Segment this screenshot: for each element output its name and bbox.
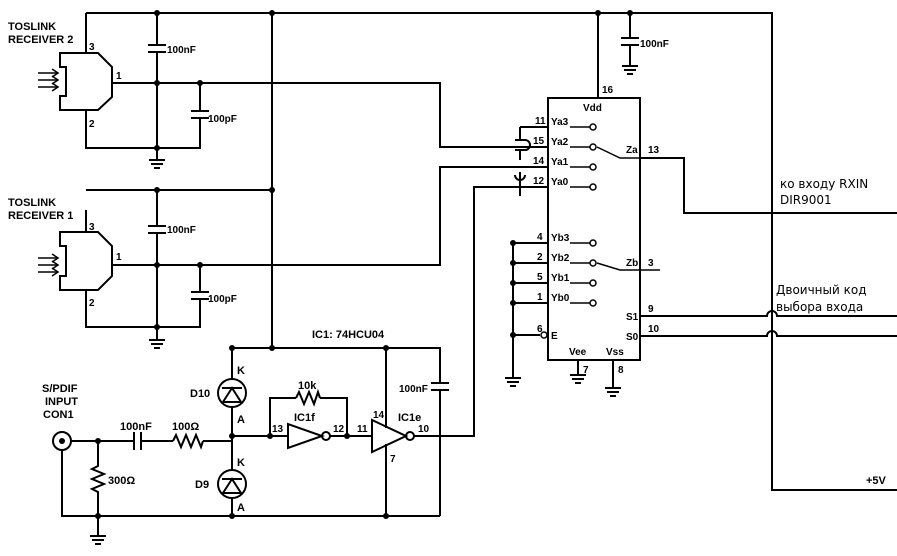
label-ic1-gate_e_out: 10 [418, 424, 430, 435]
label-ic2-s1: S1 [626, 312, 639, 323]
label-ic2-vdd_pin: 16 [602, 85, 614, 96]
label-ic2-e: E [551, 331, 558, 342]
label-diodes-1-a: A [237, 502, 245, 514]
label-ic2-ya_pins-1-name: Ya2 [551, 137, 569, 148]
label-ic2-vss: Vss [606, 347, 624, 358]
label-diodes-0-k: K [237, 365, 245, 377]
ground-icon [505, 377, 521, 387]
label-ic2-ya_pins-1-pin: 15 [533, 136, 545, 147]
label-receivers-1-pin2: 2 [89, 298, 95, 309]
ground-icon [149, 148, 165, 169]
receiver-1: TOSLINK RECEIVER 1 3 1 2 100nF 100pF [8, 166, 510, 349]
receiver-1-label-2: RECEIVER 1 [8, 210, 73, 222]
label-ic1-gate_f: IC1f [294, 412, 315, 424]
label-ic2-ya_pins-0-pin: 11 [535, 116, 546, 127]
label-ic2-zb: Zb [626, 258, 638, 269]
label-ic2-yb_pins-0-name: Yb3 [551, 233, 570, 244]
label-ic2-vdd: Vdd [583, 103, 602, 114]
label-ic2-yb_pins-2-name: Yb1 [551, 273, 570, 284]
label-receivers-1-pin3: 3 [89, 222, 95, 233]
label-spdif-series_res: 100Ω [172, 421, 199, 433]
label-ic2-yb_pins-1-pin: 2 [537, 252, 543, 263]
label-ic2-s1_pin: 9 [648, 304, 654, 315]
receiver-2: TOSLINK RECEIVER 2 3 1 2 100nF 100pF [8, 13, 510, 169]
spdif-route [455, 186, 520, 437]
supply-label: +5V [866, 475, 887, 487]
label-ic2-yb_pins-2-pin: 5 [537, 272, 543, 283]
label-ic2-ya_pins-2-name: Ya1 [551, 157, 569, 168]
label-ic2-za: Za [626, 145, 638, 156]
label-receivers-0-cap_b: 100pF [208, 114, 237, 125]
label-receivers-0-pin2: 2 [89, 119, 95, 130]
label-spdif-load_res: 300Ω [108, 475, 135, 487]
label-ic1-gate_e_in: 11 [357, 424, 368, 435]
ground-icon [149, 327, 165, 349]
label-ic2-s0_pin: 10 [648, 324, 660, 335]
receiver-2-label-1: TOSLINK [8, 21, 56, 33]
ground-icon [570, 360, 586, 384]
label-ic2-ya_pins-3-pin: 12 [533, 176, 545, 187]
ic1-buffer: IC1: 74HCU04 100nF K A D10 K A D9 10k 13… [190, 329, 455, 516]
switch-a-icon [596, 146, 648, 159]
label-spdif-coupling_cap: 100nF [120, 421, 152, 433]
label-ic2-yb_pins-1-name: Yb2 [551, 253, 570, 264]
label-receivers-0-pin3: 3 [89, 42, 95, 53]
output-note-1: ко входу RXIN [780, 177, 868, 191]
label-ic2-vee: Vee [569, 347, 587, 358]
label-diodes-0-a: A [237, 414, 245, 426]
select-note-1: Двоичный код [776, 283, 867, 297]
label-ic1-gate_e_vcc: 14 [373, 410, 385, 421]
label-ic2-yb_pins-3-name: Yb0 [551, 293, 570, 304]
label-diodes-0-name: D10 [190, 388, 210, 400]
label-ic2-vee_pin: 7 [583, 365, 589, 376]
output-note-2: DIR9001 [780, 193, 832, 207]
label-ic2-ya_pins-0-name: Ya3 [551, 117, 569, 128]
label-receivers-1-cap_b: 100pF [208, 294, 237, 305]
light-arrows-icon [38, 72, 58, 88]
label-ic1-gate_f_out: 12 [333, 424, 345, 435]
label-ic2-yb_pins-0-pin: 4 [537, 232, 543, 243]
label-diodes-1-name: D9 [195, 479, 209, 491]
select-note-2: выбора входа [776, 300, 863, 314]
receiver-1-label-1: TOSLINK [8, 197, 56, 209]
label-ic1-decoupling_cap: 100nF [399, 384, 428, 395]
label-receivers-1-cap_a: 100nF [167, 225, 196, 236]
label-ic2-za_pin: 13 [648, 145, 660, 156]
label-ic1-gate_f_in: 13 [272, 424, 284, 435]
label-spdif-label_line2: INPUT [45, 396, 78, 408]
label-receivers-1-pin1: 1 [116, 252, 122, 263]
label-ic2-yb_pins-3-pin: 1 [537, 292, 543, 303]
label-ic2-decoupling_cap: 100nF [640, 39, 669, 50]
label-ic2-vss_pin: 8 [618, 365, 624, 376]
annotations: ко входу RXIN DIR9001 Двоичный код выбор… [776, 177, 887, 487]
label-ic2-zb_pin: 3 [648, 258, 654, 269]
label-spdif-label_line1: S/PDIF [42, 383, 78, 395]
ground-icon [90, 516, 106, 545]
ground-icon [605, 360, 621, 397]
label-ic1-feedback_res: 10k [298, 380, 317, 392]
ic1-title: IC1: 74HCU04 [312, 329, 385, 341]
label-ic2-ya_pins-3-name: Ya0 [551, 177, 569, 188]
label-receivers-0-pin1: 1 [116, 71, 122, 82]
label-ic2-ya_pins-2-pin: 14 [533, 156, 545, 167]
label-ic1-gate_e: IC1e [398, 412, 421, 424]
spdif-input: S/PDIF INPUT CON1 100nF 100Ω 300Ω [42, 383, 440, 545]
switch-b-icon [596, 262, 660, 271]
label-ic1-gate_e_gnd: 7 [390, 454, 396, 465]
ic2-mux: Vdd 16 11 15 14 12 Ya3 Ya2 Ya1 Ya0 Za 13… [505, 13, 897, 397]
label-ic2-e_pin: 6 [537, 324, 543, 335]
label-ic2-s0: S0 [626, 332, 639, 343]
label-receivers-0-cap_a: 100nF [167, 45, 196, 56]
label-spdif-label_line3: CON1 [43, 409, 74, 421]
label-diodes-1-k: K [237, 457, 245, 469]
light-arrows-icon [38, 257, 58, 273]
receiver-2-label-2: RECEIVER 2 [8, 34, 73, 46]
